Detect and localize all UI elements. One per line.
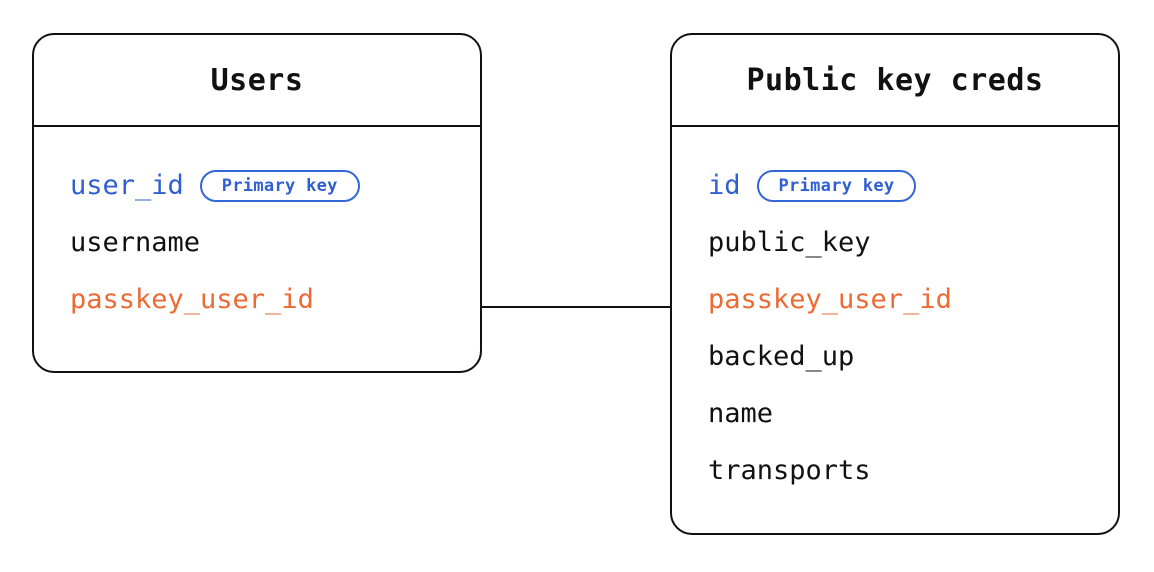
field-name: public_key <box>708 227 871 258</box>
entity-fields-users: user_id Primary key username passkey_user_i… <box>34 127 480 371</box>
entity-title: Public key creds <box>746 62 1044 98</box>
field-name: passkey_user_id <box>70 284 314 315</box>
primary-key-badge-label: Primary key <box>778 175 895 196</box>
field-row[interactable]: transports <box>708 442 1118 499</box>
entity-header-users: Users <box>34 35 480 127</box>
primary-key-badge: Primary key <box>199 169 360 202</box>
field-row[interactable]: name <box>708 385 1118 442</box>
field-name: passkey_user_id <box>708 284 952 315</box>
field-row[interactable]: id Primary key <box>708 157 1118 214</box>
primary-key-badge-label: Primary key <box>221 175 338 196</box>
entity-card-users[interactable]: Users user_id Primary key username passkey_u… <box>32 33 482 373</box>
field-name: id <box>708 170 741 201</box>
field-row[interactable]: public_key <box>708 214 1118 271</box>
field-row[interactable]: passkey_user_id <box>70 271 480 328</box>
entity-title: Users <box>210 62 304 98</box>
field-name: name <box>708 398 774 429</box>
field-row[interactable]: passkey_user_id <box>708 271 1118 328</box>
primary-key-badge: Primary key <box>756 169 917 202</box>
field-name: transports <box>708 455 871 486</box>
field-name: backed_up <box>708 341 855 372</box>
field-name: username <box>70 227 201 258</box>
field-row[interactable]: username <box>70 214 480 271</box>
field-name: user_id <box>70 170 184 201</box>
relationship-connector-users-to-creds <box>482 306 670 308</box>
field-row[interactable]: backed_up <box>708 328 1118 385</box>
entity-header-public-key-creds: Public key creds <box>672 35 1118 127</box>
field-row[interactable]: user_id Primary key <box>70 157 480 214</box>
